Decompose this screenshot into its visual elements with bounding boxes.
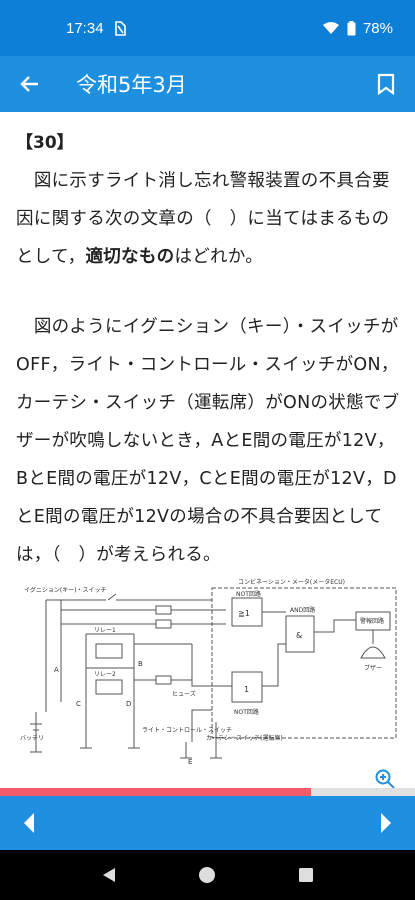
bookmark-icon bbox=[377, 73, 395, 95]
question-number: 【30】 bbox=[16, 133, 74, 153]
question-text: 図に示すライト消し忘れ警報装置の不具合要因に関する次の文章の（ ）に当てはまるも… bbox=[16, 162, 404, 276]
combination-meter-label: コンビネーション・メータ(メータECU) bbox=[238, 578, 345, 586]
battery-percent: 78% bbox=[362, 19, 393, 37]
gate-top-value: ≧1 bbox=[238, 609, 250, 618]
and-gate-label: AND回路 bbox=[290, 606, 315, 614]
zoom-button[interactable] bbox=[374, 768, 400, 788]
system-recents-button[interactable] bbox=[286, 855, 326, 895]
question-text-b: はどれか。 bbox=[174, 247, 264, 267]
status-bar: 17:34 78% bbox=[0, 0, 415, 56]
point-b-label: B bbox=[138, 660, 143, 668]
battery-label: バッテリ bbox=[20, 735, 44, 742]
not-gate-top-label: NOT回路 bbox=[236, 590, 261, 598]
previous-button[interactable] bbox=[0, 796, 58, 850]
buzzer-label: ブザー bbox=[364, 664, 382, 672]
gate-and-value: & bbox=[296, 631, 302, 640]
page-title: 令和5年3月 bbox=[76, 73, 187, 97]
ignition-switch-label: イグニション(キー)・スイッチ bbox=[24, 586, 107, 594]
point-a-label: A bbox=[54, 666, 59, 674]
progress-track bbox=[0, 788, 415, 796]
wifi-icon bbox=[322, 21, 340, 35]
zoom-in-icon bbox=[375, 769, 395, 788]
light-switch-label: ライト・コントロール・スイッチ bbox=[142, 727, 232, 734]
question-content: 【30】 図に示すライト消し忘れ警報装置の不具合要因に関する次の文章の（ ）に当… bbox=[0, 112, 415, 788]
back-button[interactable] bbox=[0, 56, 60, 112]
question-detail: 図のようにイグニション（キー）・スイッチがOFF，ライト・コントロール・スイッチ… bbox=[16, 308, 404, 574]
system-back-button[interactable] bbox=[89, 855, 129, 895]
point-c-label: C bbox=[76, 700, 81, 708]
bookmark-button[interactable] bbox=[357, 56, 415, 112]
question-nav-bar bbox=[0, 796, 415, 850]
gate-bottom-value: 1 bbox=[244, 685, 249, 694]
relay2-label: リレー2 bbox=[94, 671, 116, 678]
system-home-button[interactable] bbox=[187, 855, 227, 895]
sim-card-icon bbox=[114, 20, 126, 36]
triangle-right-icon bbox=[381, 813, 391, 833]
progress-fill bbox=[0, 788, 312, 796]
arrow-left-icon bbox=[20, 76, 38, 92]
alarm-circuit-label: 警報回路 bbox=[360, 617, 384, 625]
courtesy-switch-label: カーテシ・スイッチ(運転席) bbox=[206, 734, 283, 742]
system-back-icon bbox=[103, 868, 116, 882]
triangle-left-icon bbox=[24, 813, 34, 833]
system-recents-icon bbox=[298, 868, 313, 882]
app-bar: 令和5年3月 bbox=[0, 56, 415, 112]
next-button[interactable] bbox=[357, 796, 415, 850]
system-nav-bar bbox=[0, 850, 415, 900]
system-home-icon bbox=[199, 867, 216, 883]
battery-icon bbox=[347, 20, 356, 36]
question-text-emphasis: 適切なもの bbox=[85, 247, 175, 267]
point-d-label: D bbox=[126, 700, 131, 708]
not-gate-bottom-label: NOT回路 bbox=[234, 708, 259, 716]
question-detail-text: 図のようにイグニション（キー）・スイッチがOFF，ライト・コントロール・スイッチ… bbox=[16, 317, 400, 565]
point-e-label: E bbox=[188, 758, 192, 766]
relay1-label: リレー1 bbox=[94, 627, 116, 634]
status-time: 17:34 bbox=[66, 19, 104, 37]
fuse-label: ヒューズ bbox=[172, 690, 196, 698]
circuit-diagram[interactable]: イグニション(キー)・スイッチ コンビネーション・メータ(メータECU) NOT… bbox=[16, 572, 402, 772]
question-text-a: 図に示すライト消し忘れ警報装置の不具合要因に関する次の文章の（ ）に当てはまるも… bbox=[16, 171, 390, 267]
